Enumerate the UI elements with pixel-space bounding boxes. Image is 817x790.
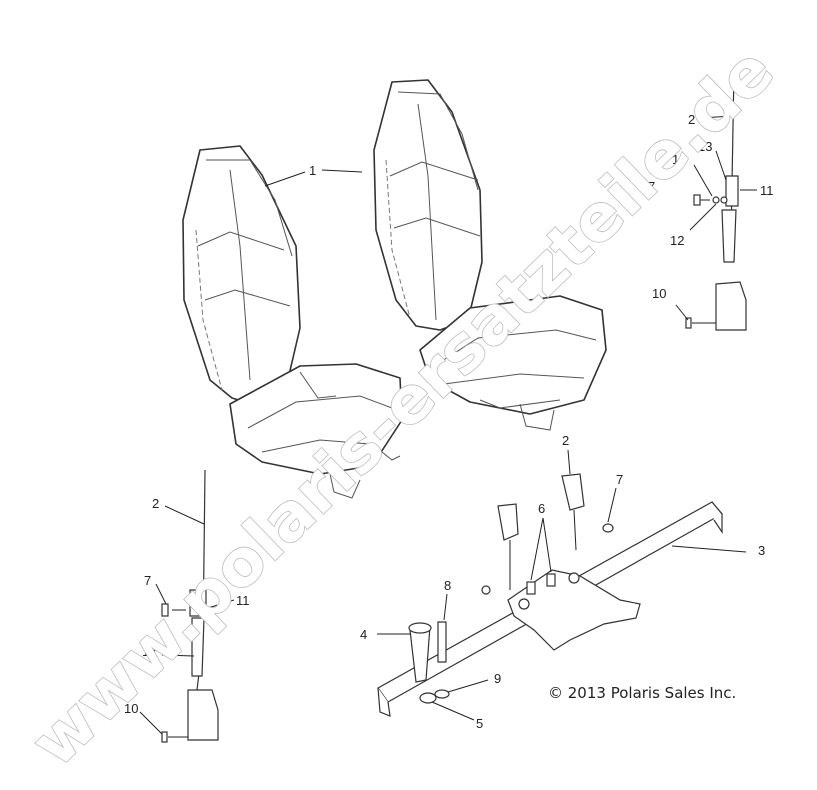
- callout-nut-buckle-7: 7: [616, 472, 623, 487]
- seatbelt-assembly-top: [685, 69, 747, 331]
- bar-and-buckles: [377, 473, 723, 717]
- callout-bolt-top-7: 7: [648, 179, 655, 194]
- callout-screw-left-10: 10: [124, 701, 138, 716]
- seat-right: [373, 79, 607, 431]
- callout-nut-top-11: 11: [760, 183, 774, 198]
- callout-buckle-2: 2: [562, 433, 569, 448]
- callout-bar-3: 3: [758, 543, 765, 558]
- callout-belt-left-2: 2: [152, 496, 159, 511]
- callout-nut-5: 5: [476, 716, 483, 731]
- callout-nut-left-11: 11: [236, 593, 250, 608]
- callout-labels: 1 2 13 14 7 11 12 10 2 7 6 3 8 4 9 5 2 7…: [124, 112, 774, 731]
- callout-spacer-top-12: 12: [670, 233, 684, 248]
- callout-screw-top-10: 10: [652, 286, 666, 301]
- callout-bracket-13: 13: [698, 139, 712, 154]
- callout-pin-8: 8: [444, 578, 451, 593]
- callout-bolt-6: 6: [538, 501, 545, 516]
- copyright-notice: © 2013 Polaris Sales Inc.: [548, 684, 736, 702]
- callout-spacer-left-12: 12: [142, 644, 156, 659]
- callout-bolt-left-7: 7: [144, 573, 151, 588]
- leader-lines: [139, 115, 757, 735]
- callout-pin-4: 4: [360, 627, 367, 642]
- seatbelt-assembly-left: [161, 469, 219, 743]
- seat-left: [182, 145, 403, 499]
- callout-seat-1: 1: [309, 163, 316, 178]
- callout-washer-9: 9: [494, 671, 501, 686]
- callout-belt-top-2: 2: [688, 112, 695, 127]
- callout-washer-14: 14: [672, 152, 686, 167]
